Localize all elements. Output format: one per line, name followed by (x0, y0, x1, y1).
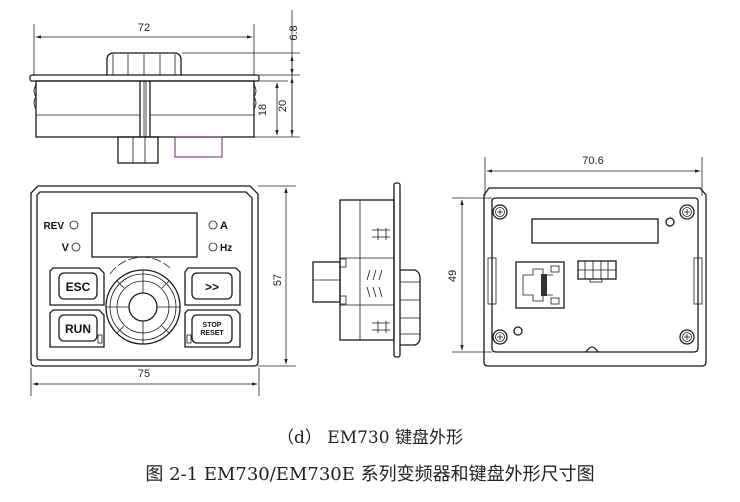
led-hz-icon (208, 242, 218, 252)
front-bezel (30, 185, 259, 367)
side-front-plate (393, 182, 401, 358)
rear-outer-frame (483, 187, 707, 367)
top-view: 72 (29, 10, 300, 164)
indicator-label-hz: Hz (220, 243, 232, 254)
front-plate-edge (29, 74, 260, 82)
rj45-connector-top (117, 136, 159, 164)
rotary-dial[interactable] (105, 256, 181, 345)
figure-caption: 图 2-1 EM730/EM730E 系列变频器和键盘外形尺寸图 (145, 464, 595, 485)
hole-icon (513, 326, 523, 336)
led-a-icon (208, 220, 218, 230)
rj45-port-icon (515, 261, 565, 309)
led-v-icon (71, 242, 81, 252)
rear-window (531, 218, 659, 244)
side-connector (312, 261, 341, 303)
dim-label-width-75: 75 (138, 368, 150, 380)
dial-center-button[interactable] (128, 292, 158, 322)
shift-button-label: >> (205, 280, 219, 294)
dim-label-height-49: 49 (447, 270, 459, 282)
led-rev-icon (69, 220, 79, 230)
indicator-label-rev: REV (43, 221, 64, 232)
hole-icon (665, 217, 675, 227)
screw-icon (679, 204, 695, 220)
lcd-display-window (91, 212, 198, 258)
esc-button-label: ESC (66, 280, 91, 294)
dim-label-width-70.6: 70.6 (582, 155, 603, 167)
run-button-label: RUN (65, 322, 91, 336)
screw-icon (492, 329, 508, 345)
esc-button[interactable]: ESC (49, 267, 105, 306)
dim-label-knob-6.8: 6.8 (288, 25, 300, 40)
dim-label-depth-18: 18 (257, 104, 269, 116)
indicator-label-a: A (220, 220, 228, 232)
dim-label-width-72: 72 (138, 22, 150, 34)
reset-button-label: RESET (200, 330, 224, 337)
stop-button-label: STOP (203, 322, 222, 329)
knob-side (400, 269, 421, 346)
run-button[interactable]: RUN (49, 309, 105, 348)
dim-label-height-57: 57 (272, 274, 284, 286)
figure-subcaption: （d） EM730 键盘外形 (277, 428, 463, 448)
side-view (312, 182, 421, 358)
stop-reset-button[interactable]: STOP RESET (184, 309, 241, 348)
indicator-label-v: V (62, 242, 70, 254)
shift-button[interactable]: >> (184, 267, 241, 306)
screw-icon (679, 329, 695, 345)
front-view: REV V A Hz ESC RUN >> (30, 185, 296, 396)
pin-connector-top (174, 136, 223, 158)
pin-header-icon (577, 260, 617, 283)
screw-icon (492, 204, 508, 220)
knob-top (106, 52, 182, 75)
rear-view: 70.6 (447, 155, 707, 367)
dim-label-depth-20: 20 (277, 100, 289, 112)
body-outline (35, 80, 255, 138)
